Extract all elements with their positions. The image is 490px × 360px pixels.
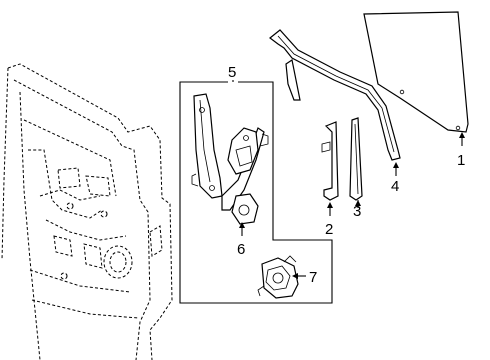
door-glass bbox=[363, 11, 469, 133]
callout-6: 6 bbox=[237, 241, 245, 258]
callout-2: 2 bbox=[325, 221, 333, 238]
callout-1: 1 bbox=[457, 152, 465, 169]
callout-5: 5 bbox=[228, 64, 236, 81]
window-regulator bbox=[191, 93, 269, 225]
leader-arrows bbox=[239, 132, 465, 279]
glass-run-channel bbox=[269, 29, 401, 161]
callout-3: 3 bbox=[353, 203, 361, 220]
division-bar bbox=[349, 117, 363, 201]
window-motor bbox=[257, 255, 299, 299]
callout-7: 7 bbox=[309, 269, 317, 286]
regulator-group-box bbox=[179, 80, 333, 304]
door-inner-panel bbox=[1, 63, 173, 360]
glass-channel-bracket bbox=[321, 121, 339, 201]
callout-4: 4 bbox=[391, 178, 399, 195]
